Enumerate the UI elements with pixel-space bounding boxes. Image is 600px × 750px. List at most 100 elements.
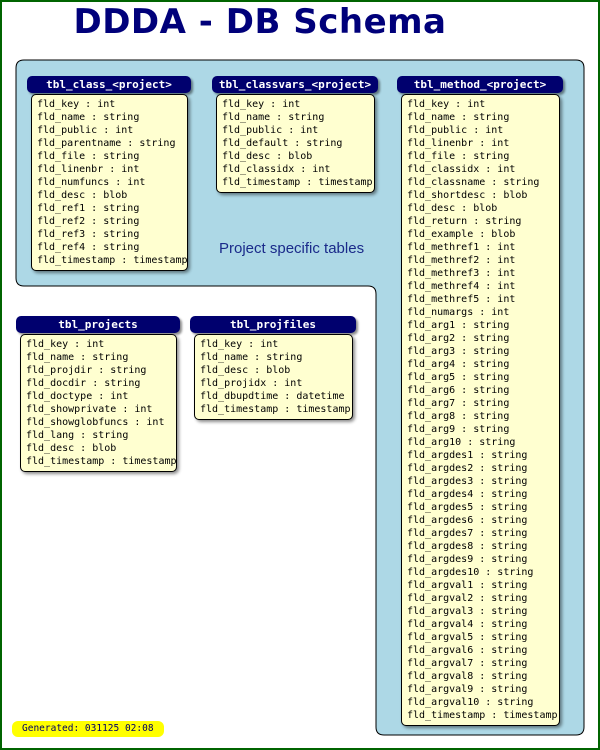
table-field: fld_key : int xyxy=(200,339,279,350)
table-field: fld_argdes5 : string xyxy=(407,502,528,513)
table-field: fld_argval5 : string xyxy=(407,632,528,643)
table-header[interactable]: tbl_classvars_<project> xyxy=(212,76,378,93)
table-field: fld_public : int xyxy=(222,125,319,136)
table-field: fld_file : string xyxy=(407,151,510,162)
table-field: fld_argdes3 : string xyxy=(407,476,528,487)
table-field: fld_key : int xyxy=(37,99,116,110)
table-field: fld_docdir : string xyxy=(26,378,141,389)
table-fields: fld_key : int fld_name : string fld_publ… xyxy=(216,94,375,193)
generated-timestamp: Generated: 031125 02:08 xyxy=(12,721,164,737)
table-classvars[interactable]: tbl_classvars_<project> fld_key : int fl… xyxy=(212,76,378,193)
table-field: fld_name : string xyxy=(37,112,140,123)
table-field: fld_dbupdtime : datetime xyxy=(200,391,345,402)
table-field: fld_public : int xyxy=(407,125,504,136)
table-field: fld_name : string xyxy=(407,112,510,123)
table-field: fld_argval2 : string xyxy=(407,593,528,604)
table-method[interactable]: tbl_method_<project> fld_key : int fld_n… xyxy=(397,76,563,726)
table-class[interactable]: tbl_class_<project> fld_key : int fld_na… xyxy=(27,76,191,271)
table-field: fld_numfuncs : int xyxy=(37,177,146,188)
table-field: fld_projidx : int xyxy=(200,378,303,389)
table-field: fld_methref2 : int xyxy=(407,255,516,266)
table-field: fld_classname : string xyxy=(407,177,540,188)
table-field: fld_arg8 : string xyxy=(407,411,510,422)
table-field: fld_parentname : string xyxy=(37,138,176,149)
region-label: Project specific tables xyxy=(219,240,365,257)
table-field: fld_desc : blob xyxy=(37,190,128,201)
table-field: fld_file : string xyxy=(37,151,140,162)
table-fields: fld_key : int fld_name : string fld_publ… xyxy=(31,94,188,271)
table-field: fld_key : int xyxy=(407,99,486,110)
table-field: fld_arg10 : string xyxy=(407,437,516,448)
table-fields: fld_key : int fld_name : string fld_desc… xyxy=(194,334,353,420)
table-field: fld_default : string xyxy=(222,138,343,149)
table-field: fld_argdes8 : string xyxy=(407,541,528,552)
table-field: fld_argdes2 : string xyxy=(407,463,528,474)
table-field: fld_timestamp : timestamp xyxy=(407,710,558,721)
table-field: fld_arg1 : string xyxy=(407,320,510,331)
table-field: fld_argdes7 : string xyxy=(407,528,528,539)
table-field: fld_showglobfuncs : int xyxy=(26,417,165,428)
table-field: fld_classidx : int xyxy=(407,164,516,175)
table-field: fld_example : blob xyxy=(407,229,516,240)
table-field: fld_timestamp : timestamp xyxy=(26,456,176,467)
table-field: fld_argval7 : string xyxy=(407,658,528,669)
table-field: fld_methref4 : int xyxy=(407,281,516,292)
table-field: fld_shortdesc : blob xyxy=(407,190,528,201)
table-header[interactable]: tbl_method_<project> xyxy=(397,76,563,93)
table-field: fld_methref1 : int xyxy=(407,242,516,253)
table-field: fld_argval10 : string xyxy=(407,697,534,708)
table-field: fld_arg4 : string xyxy=(407,359,510,370)
table-field: fld_ref3 : string xyxy=(37,229,140,240)
page-title: DDDA - DB Schema xyxy=(73,2,447,42)
table-field: fld_name : string xyxy=(222,112,325,123)
table-field: fld_arg9 : string xyxy=(407,424,510,435)
table-field: fld_argval1 : string xyxy=(407,580,528,591)
table-field: fld_desc : blob xyxy=(222,151,313,162)
table-field: fld_key : int xyxy=(26,339,105,350)
table-field: fld_key : int xyxy=(222,99,301,110)
table-field: fld_argdes6 : string xyxy=(407,515,528,526)
table-field: fld_name : string xyxy=(26,352,129,363)
table-projfiles[interactable]: tbl_projfiles fld_key : int fld_name : s… xyxy=(190,316,356,420)
table-header[interactable]: tbl_projects xyxy=(16,316,180,333)
table-field: fld_arg6 : string xyxy=(407,385,510,396)
table-field: fld_lang : string xyxy=(26,430,129,441)
table-field: fld_classidx : int xyxy=(222,164,331,175)
table-field: fld_timestamp : timestamp xyxy=(200,404,351,415)
table-field: fld_desc : blob xyxy=(407,203,498,214)
table-field: fld_ref4 : string xyxy=(37,242,140,253)
table-field: fld_arg5 : string xyxy=(407,372,510,383)
table-field: fld_ref1 : string xyxy=(37,203,140,214)
table-fields: fld_key : int fld_name : string fld_publ… xyxy=(401,94,560,726)
table-field: fld_arg2 : string xyxy=(407,333,510,344)
table-projects[interactable]: tbl_projects fld_key : int fld_name : st… xyxy=(16,316,180,472)
table-field: fld_public : int xyxy=(37,125,134,136)
table-field: fld_argdes4 : string xyxy=(407,489,528,500)
table-field: fld_argdes1 : string xyxy=(407,450,528,461)
table-field: fld_arg7 : string xyxy=(407,398,510,409)
table-field: fld_argval8 : string xyxy=(407,671,528,682)
table-header[interactable]: tbl_class_<project> xyxy=(27,76,191,93)
table-field: fld_argval6 : string xyxy=(407,645,528,656)
table-field: fld_projdir : string xyxy=(26,365,147,376)
table-field: fld_arg3 : string xyxy=(407,346,510,357)
table-field: fld_methref5 : int xyxy=(407,294,516,305)
table-field: fld_methref3 : int xyxy=(407,268,516,279)
table-field: fld_argdes10 : string xyxy=(407,567,534,578)
table-field: fld_return : string xyxy=(407,216,522,227)
table-field: fld_desc : blob xyxy=(200,365,291,376)
table-field: fld_ref2 : string xyxy=(37,216,140,227)
table-fields: fld_key : int fld_name : string fld_proj… xyxy=(20,334,177,472)
table-field: fld_linenbr : int xyxy=(407,138,510,149)
table-field: fld_argdes9 : string xyxy=(407,554,528,565)
table-field: fld_desc : blob xyxy=(26,443,117,454)
table-field: fld_showprivate : int xyxy=(26,404,153,415)
table-field: fld_argval3 : string xyxy=(407,606,528,617)
table-field: fld_name : string xyxy=(200,352,303,363)
table-field: fld_timestamp : timestamp xyxy=(37,255,187,266)
table-field: fld_linenbr : int xyxy=(37,164,140,175)
table-header[interactable]: tbl_projfiles xyxy=(190,316,356,333)
table-field: fld_timestamp : timestamp xyxy=(222,177,373,188)
table-field: fld_numargs : int xyxy=(407,307,510,318)
